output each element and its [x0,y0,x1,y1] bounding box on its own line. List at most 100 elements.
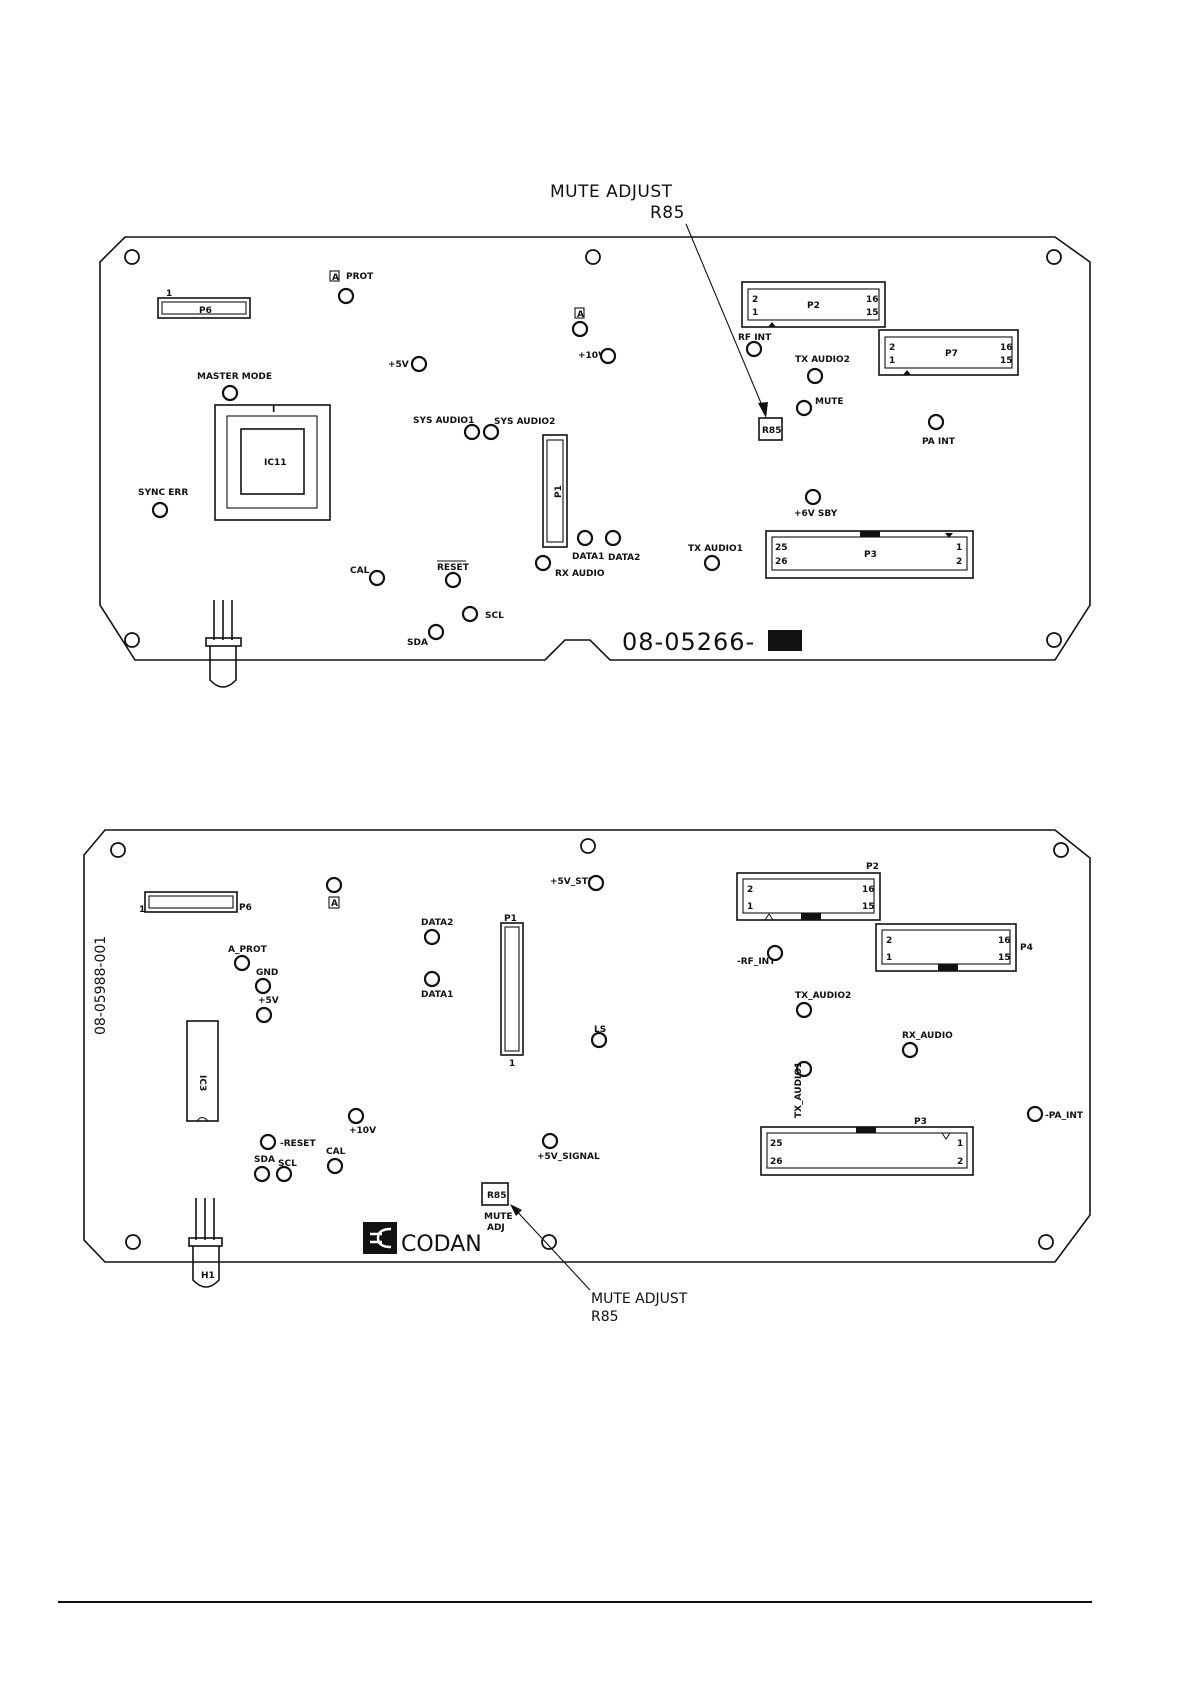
plus10v-bottom-label: +10V [349,1126,376,1136]
top-board: MUTE ADJUST R85 1 P6 A PROT +5V MASTER M… [99,182,1091,688]
test-point-tx-audio1-bottom [795,1060,813,1078]
ic11-label: IC11 [264,458,286,468]
test-point-sys-audio2 [482,423,500,441]
p3-bottom-label: P3 [914,1117,927,1127]
scl-label: SCL [485,611,504,621]
mounting-hole [580,838,596,854]
p3-bottom-pin-1: 1 [957,1139,963,1149]
scl-bottom-label: SCL [278,1159,297,1169]
led-top [205,600,242,688]
p3-pin-25: 25 [775,543,788,553]
callout-arrowhead [758,402,768,418]
a-box-bottom-label: A [331,899,338,909]
part-number-fill-box [768,630,802,651]
top-board-outline [99,236,1091,661]
codan-logo-text: CODAN [401,1232,482,1257]
bottom-mute-adjust-callout-line2: R85 [591,1309,619,1325]
p6-pin-label: 1 [166,289,172,299]
p2-pin-1: 1 [752,308,758,318]
p2-pin-2: 2 [752,295,758,305]
test-point-cal-bottom [326,1157,344,1175]
callout-arrow-line [685,223,767,416]
test-point-tx-audio2 [806,367,824,385]
mute-adj-label-2: ADJ [487,1223,505,1233]
p4-label: P4 [1020,943,1033,953]
plus5v-bottom-label: +5V [258,996,279,1006]
data1-bottom-label: DATA1 [421,990,453,1000]
mounting-hole [541,1234,557,1250]
a-prot-label: A_PROT [228,945,268,955]
connector-p4: 2 1 16 15 P4 [875,923,1033,972]
test-point-gnd [254,977,272,995]
test-point-reset-bottom [259,1133,277,1151]
mounting-hole [1046,249,1062,265]
test-point-rf-int-bottom [766,944,784,962]
a2-box [574,307,585,319]
p3-bottom-pin-2: 2 [957,1157,963,1167]
connector-p2-top: 2 1 16 15 P2 [741,281,886,328]
connector-p2-bottom: 2 1 16 15 P2 [736,862,881,921]
test-point-data2-bottom [423,928,441,946]
connector-p3-top: 25 26 1 2 P3 [765,530,974,579]
bottom-board-outline [83,829,1091,1263]
tx-audio2-bottom-label: TX_AUDIO2 [795,991,851,1001]
r85-label: R85 [762,426,781,436]
test-point-plus10v [599,347,617,365]
p2-pin-15: 15 [866,308,879,318]
top-part-number: 08-05266- [622,628,755,656]
p7-pin-15: 15 [1000,356,1013,366]
mounting-hole [110,842,126,858]
test-point-rf-int [745,340,763,358]
p3-pin-26: 26 [775,557,788,567]
p1-bottom-label: P1 [504,914,517,924]
a2-box-label: A [577,310,584,320]
test-point-rx-audio [534,554,552,572]
test-point-plus5v-bottom [255,1006,273,1024]
a-box [329,270,340,282]
p2-bottom-pin-1: 1 [747,902,753,912]
connector-p7: 2 1 16 15 P7 [878,329,1019,376]
p3-bottom-pin-26: 26 [770,1157,783,1167]
mute-adjust-callout-line2: R85 [650,203,685,223]
master-mode-label: MASTER MODE [197,372,272,382]
test-point-pa-int [927,413,945,431]
led-h1: H1 [188,1198,223,1288]
p2-pin-16: 16 [866,295,879,305]
p4-pin-16: 16 [998,936,1011,946]
test-point-plus5v-signal [541,1132,559,1150]
mute-adj-label-1: MUTE [484,1212,513,1222]
p3-pin-1: 1 [956,543,962,553]
mounting-hole [124,632,140,648]
mounting-hole [1038,1234,1054,1250]
sys-audio1-label: SYS AUDIO1 [413,416,474,426]
test-point-scl-bottom [275,1165,293,1183]
test-point-plus5v-stby [587,874,605,892]
mute-adjust-callout-line1: MUTE ADJUST [550,182,673,202]
bottom-callout-arrowhead [510,1204,522,1216]
p6-bottom-pin-label: 1 [139,905,145,915]
rx-audio-bottom-label: RX_AUDIO [902,1031,953,1041]
rf-int-label: RF INT [738,333,772,343]
pa-int-label: PA INT [922,437,956,447]
test-point-ls [590,1031,608,1049]
a-box-label: A [332,273,339,283]
data1-label: DATA1 [572,552,604,562]
connector-p1: P1 [542,434,568,548]
r85-pot-bottom [481,1182,509,1206]
sda-label: SDA [407,638,428,648]
test-point-plus5v [410,355,428,373]
p4-pin-1: 1 [886,953,892,963]
p2-label: P2 [807,301,820,311]
tx-audio2-label: TX AUDIO2 [795,355,850,365]
reset-label: RESET [437,563,470,573]
pa-int-bottom-label: -PA_INT [1045,1111,1084,1121]
p3-pin-2: 2 [956,557,962,567]
p1-label: P1 [554,485,564,498]
test-point-prot [337,287,355,305]
ic3-label: IC3 [197,1075,207,1091]
test-point-sync-err [151,501,169,519]
p6-bottom-label: P6 [239,903,252,913]
test-point-a-bottom [325,876,343,894]
